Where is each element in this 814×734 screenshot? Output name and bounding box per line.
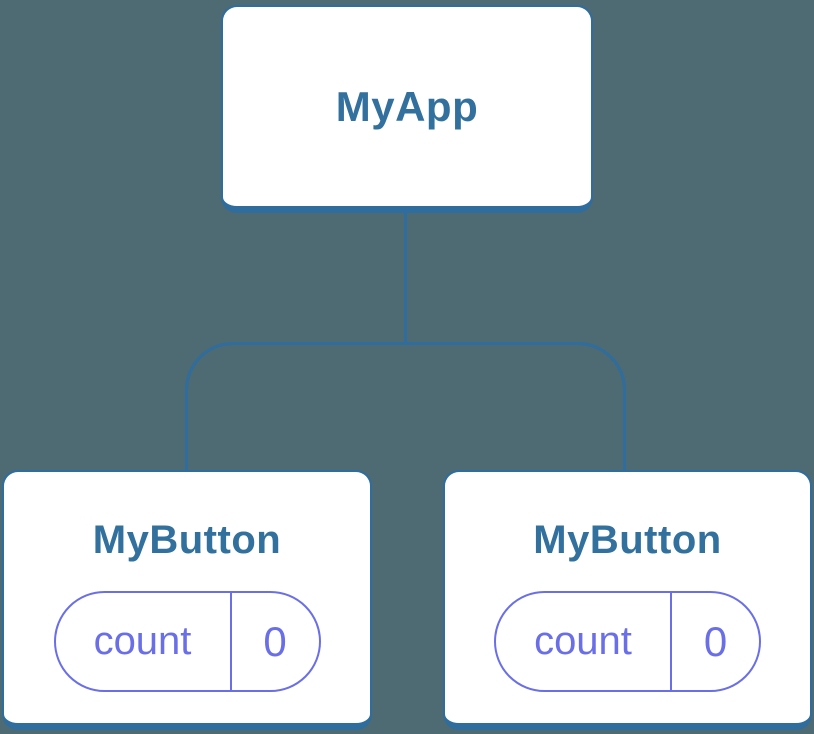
state-pill-left: count 0 [53, 591, 321, 692]
state-pill-right: count 0 [494, 591, 761, 692]
state-value-label: 0 [263, 617, 287, 665]
node-mybutton-left: MyButton count 0 [2, 470, 372, 730]
state-key-label: count [534, 619, 632, 663]
state-key-cell: count [56, 593, 232, 690]
state-key-cell: count [496, 593, 672, 690]
state-value-label: 0 [703, 617, 728, 665]
connector-stem-line [404, 212, 407, 344]
state-value-cell: 0 [672, 593, 759, 690]
node-mybutton-left-label: MyButton [92, 518, 282, 562]
node-mybutton-right-label: MyButton [533, 518, 722, 562]
state-key-label: count [93, 619, 192, 663]
node-mybutton-right: MyButton count 0 [443, 470, 812, 730]
connector-bracket-line [185, 342, 626, 472]
state-value-cell: 0 [232, 593, 319, 690]
node-myapp-label: MyApp [335, 82, 479, 130]
node-myapp: MyApp [221, 5, 593, 213]
